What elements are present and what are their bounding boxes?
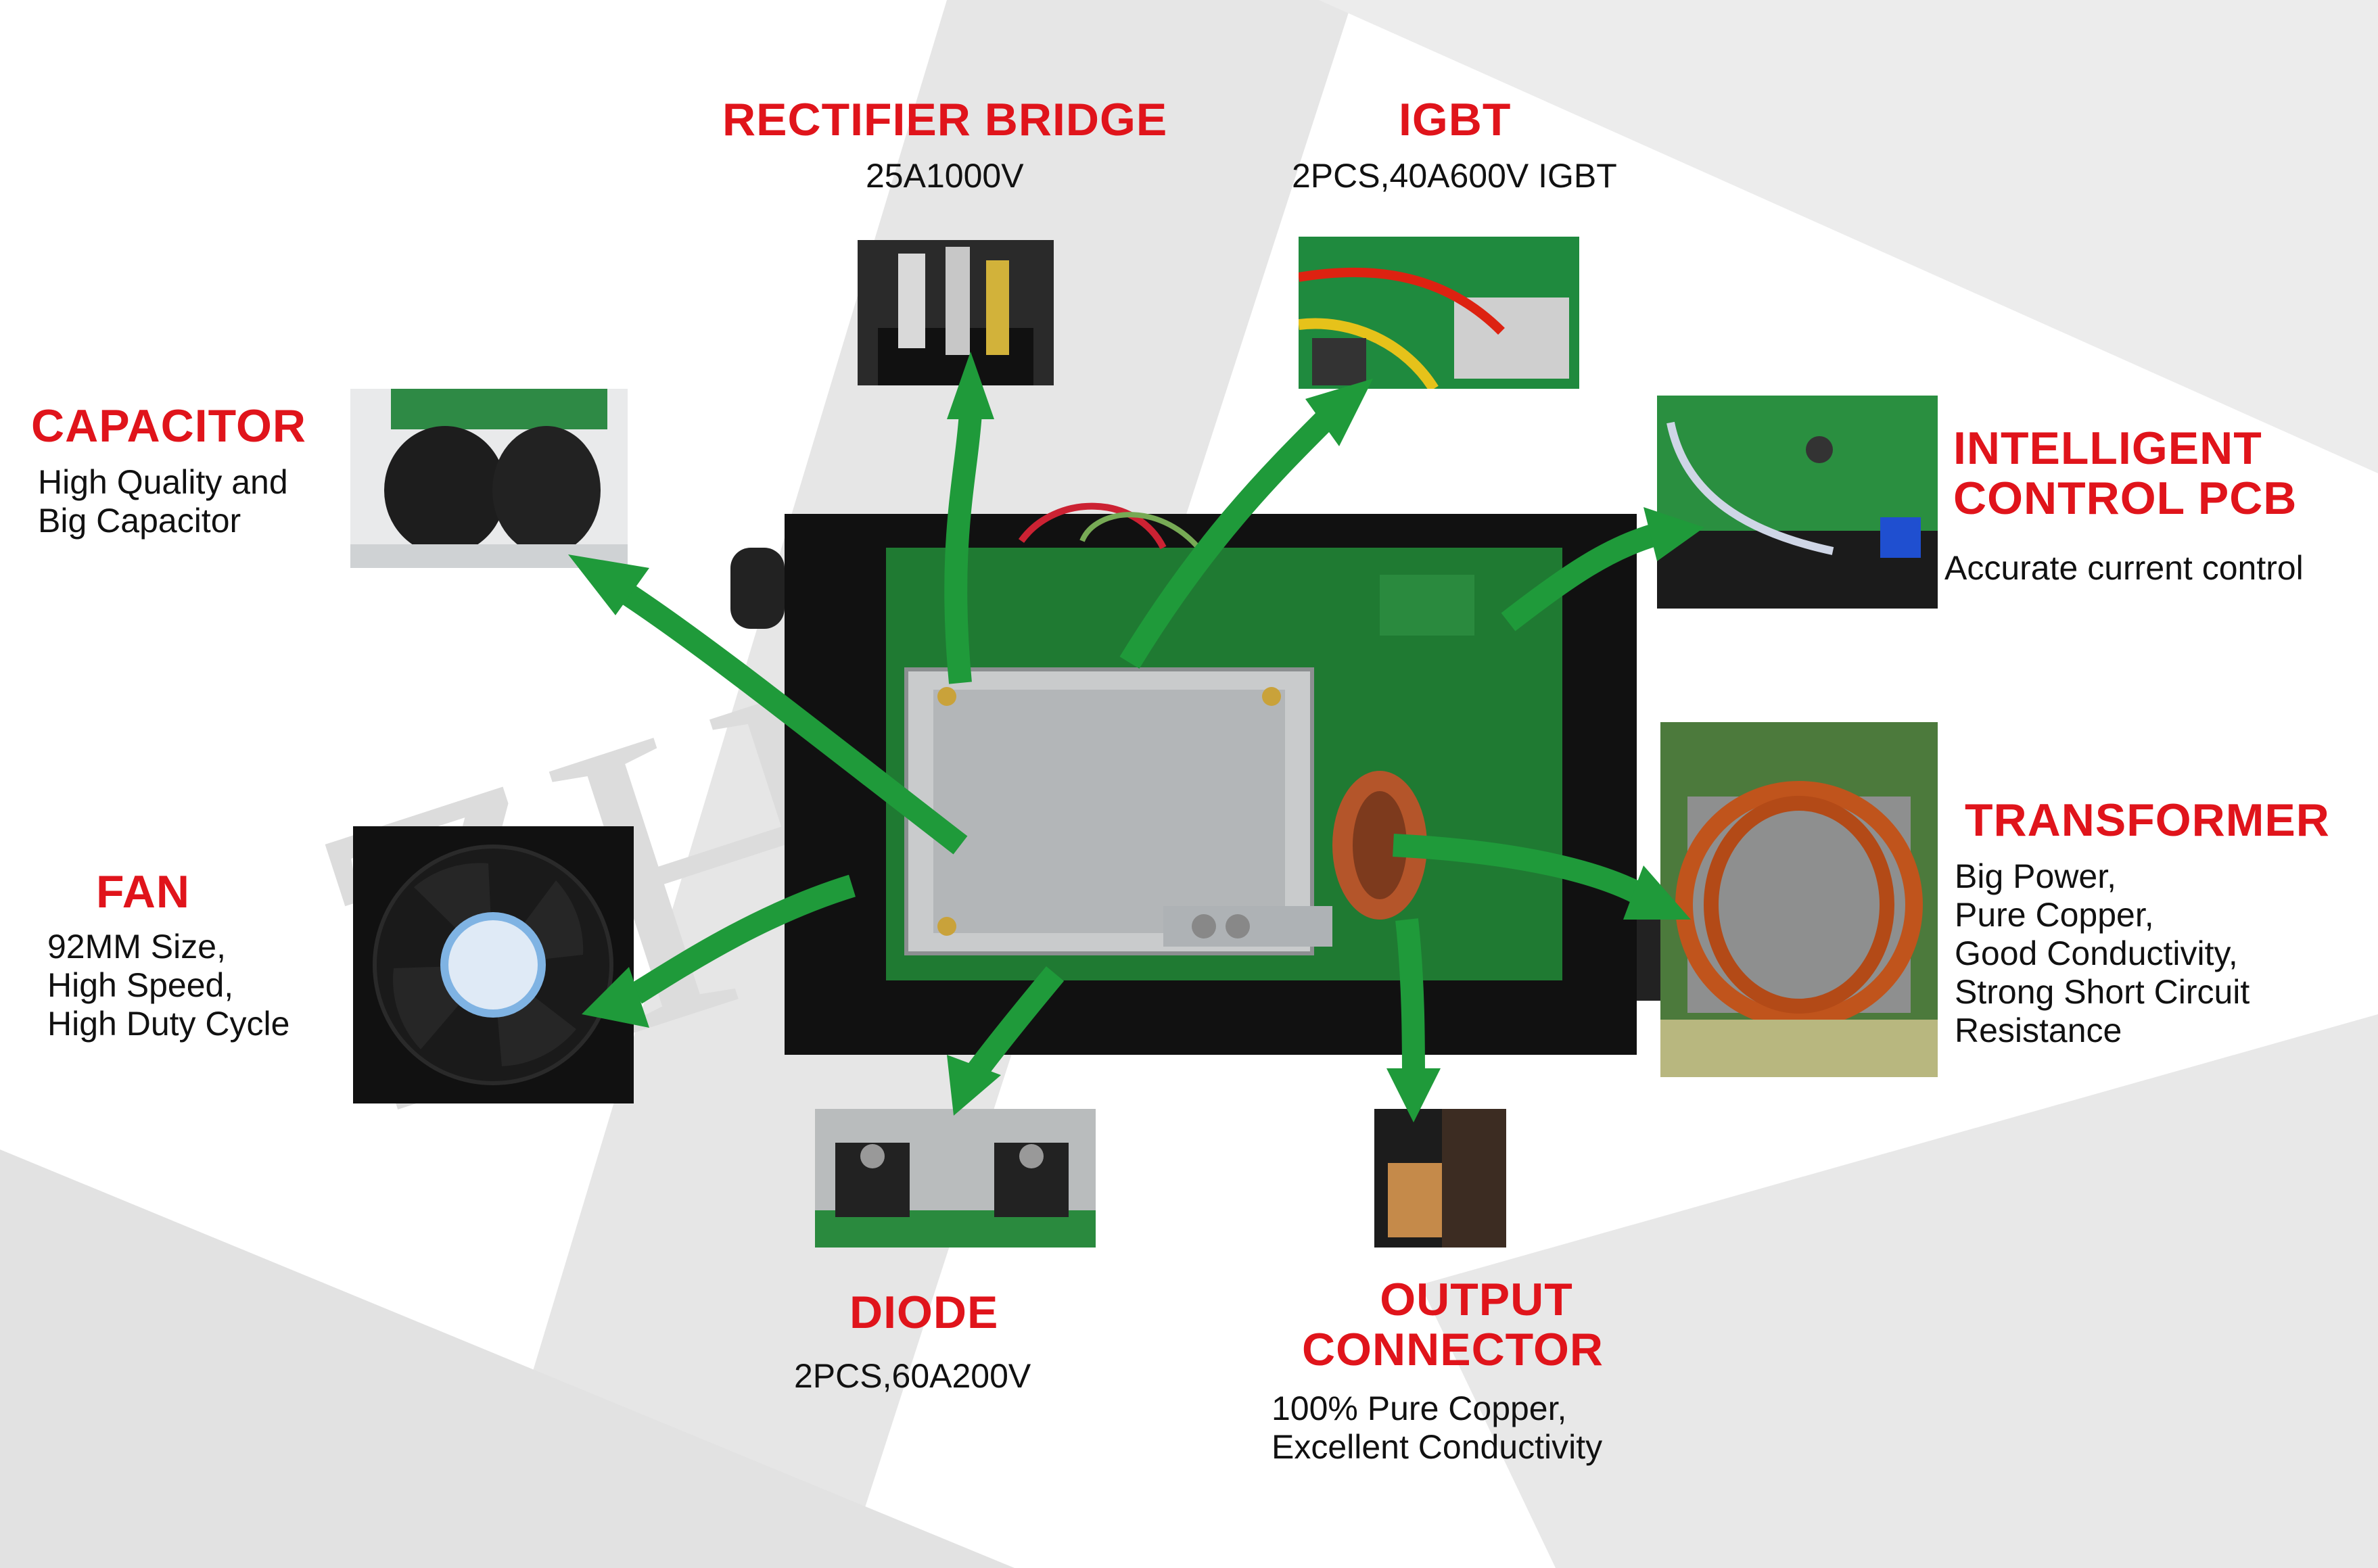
diode-photo — [815, 1109, 1096, 1248]
fan-desc-line-1: 92MM Size, — [47, 928, 226, 966]
output-desc-line-1: 100% Pure Copper, — [1272, 1389, 1567, 1427]
pcb-title-line-1: INTELLIGENT — [1953, 423, 2262, 474]
transformer-photo — [1660, 722, 1938, 1077]
output-title: OUTPUT CONNECTOR — [1302, 1275, 1604, 1375]
rectifier-desc-line: 25A1000V — [866, 157, 1024, 195]
output-connector-photo — [1374, 1109, 1506, 1248]
igbt-desc: 2PCS,40A600V IGBT — [1292, 157, 1617, 195]
arrow-diode-head-icon — [947, 1055, 1001, 1116]
pcb-desc-line: Accurate current control — [1944, 549, 2304, 587]
arrow-diode-icon — [964, 966, 1065, 1083]
arrow-transformer-head-icon — [1623, 865, 1691, 920]
transformer-title: TRANSFORMER — [1965, 794, 2330, 846]
arrow-igbt-icon — [1119, 410, 1334, 669]
watermark-corner-right — [1420, 1014, 2378, 1568]
capacitor-desc-line-1: High Quality and — [38, 463, 288, 501]
welder-internal-view — [730, 502, 1664, 1055]
fan-title: FAN — [96, 866, 190, 918]
transformer-desc-line-5: Resistance — [1955, 1012, 2122, 1049]
capacitor-photo — [350, 389, 628, 568]
arrow-output-icon — [1395, 918, 1425, 1083]
diode-title: DIODE — [849, 1287, 999, 1338]
diode-desc-line: 2PCS,60A200V — [794, 1357, 1031, 1395]
arrow-pcb-icon — [1501, 523, 1660, 632]
arrow-fan-head-icon — [582, 967, 649, 1028]
control-pcb-photo — [1657, 396, 1938, 609]
arrow-rectifier-icon — [944, 412, 982, 684]
arrow-output-head-icon — [1386, 1068, 1441, 1122]
igbt-photo — [1299, 237, 1579, 389]
arrow-capacitor-head-icon — [568, 554, 649, 615]
fan-desc-line-2: High Speed, — [47, 966, 234, 1004]
arrow-transformer-icon — [1393, 834, 1642, 903]
arrow-rectifier-head-icon — [947, 352, 994, 419]
transformer-desc-line-2: Pure Copper, — [1955, 896, 2154, 934]
fan-desc-line-3: High Duty Cycle — [47, 1005, 290, 1043]
capacitor-desc: High Quality and Big Capacitor — [38, 463, 288, 540]
arrow-pcb-head-icon — [1643, 507, 1704, 561]
watermark-corner-left — [0, 1149, 1015, 1568]
arrow-capacitor-icon — [622, 585, 968, 855]
transformer-desc-line-1: Big Power, — [1955, 857, 2117, 895]
cooling-fan-icon — [353, 826, 634, 1103]
output-title-line-2: CONNECTOR — [1302, 1324, 1604, 1375]
igbt-desc-line: 2PCS,40A600V IGBT — [1292, 157, 1617, 195]
rectifier-bridge-photo — [858, 240, 1054, 385]
pcb-desc: Accurate current control — [1944, 549, 2304, 588]
arrow-fan-icon — [629, 874, 856, 1004]
arrow-igbt-head-icon — [1305, 379, 1373, 446]
diode-desc: 2PCS,60A200V — [794, 1357, 1031, 1396]
capacitor-title: CAPACITOR — [31, 400, 306, 452]
pcb-title-line-2: CONTROL PCB — [1953, 473, 2298, 524]
output-desc-line-2: Excellent Conductivity — [1272, 1428, 1603, 1466]
transformer-desc-line-3: Good Conductivity, — [1955, 934, 2238, 972]
rectifier-title: RECTIFIER BRIDGE — [722, 94, 1168, 145]
rectifier-desc: 25A1000V — [866, 157, 1024, 195]
capacitor-desc-line-2: Big Capacitor — [38, 502, 241, 540]
output-desc: 100% Pure Copper, Excellent Conductivity — [1272, 1389, 1602, 1467]
output-title-line-1: OUTPUT — [1380, 1274, 1573, 1325]
watermark-corner-top — [1319, 0, 2378, 473]
pcb-title: INTELLIGENT CONTROL PCB — [1953, 423, 2297, 523]
transformer-desc-line-4: Strong Short Circuit — [1955, 973, 2250, 1011]
igbt-title: IGBT — [1399, 94, 1512, 145]
transformer-desc: Big Power, Pure Copper, Good Conductivit… — [1955, 857, 2249, 1050]
fan-desc: 92MM Size, High Speed, High Duty Cycle — [47, 928, 289, 1043]
